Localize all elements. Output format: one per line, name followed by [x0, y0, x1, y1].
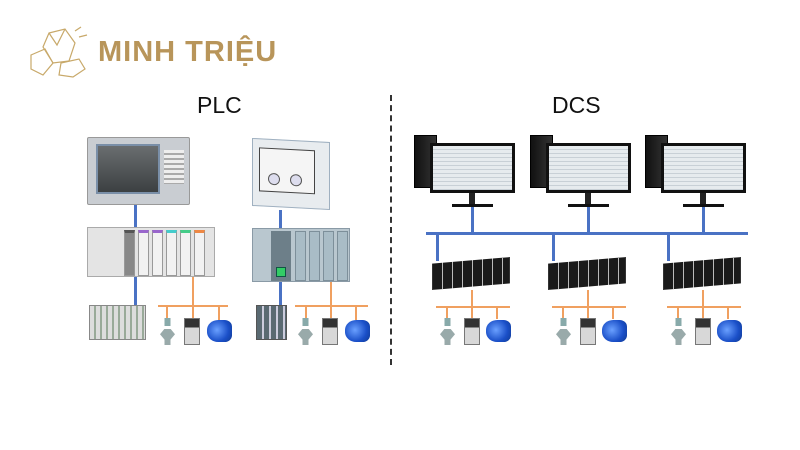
fieldbus-line [587, 290, 589, 307]
fieldbus-drop [305, 305, 307, 318]
fieldbus-drop [471, 306, 473, 319]
fieldbus-drop [727, 306, 729, 319]
fieldbus-drop [496, 306, 498, 319]
monitor-base [568, 204, 609, 207]
fieldbus-drop [192, 305, 194, 318]
fieldbus-line [667, 306, 741, 308]
drive [184, 318, 200, 345]
fieldbus-drop [166, 305, 168, 318]
fieldbus-drop [677, 306, 679, 319]
operator-monitor [430, 143, 515, 193]
fieldbus-line [192, 277, 194, 306]
monitor-stand [700, 193, 706, 205]
fieldbus-line [330, 282, 332, 306]
network-line [279, 210, 282, 228]
fieldbus-drop [562, 306, 564, 319]
monitor-stand [585, 193, 591, 205]
network-line [134, 205, 137, 227]
motor [207, 320, 232, 342]
fieldbus-line [702, 290, 704, 307]
control-valve [440, 318, 455, 345]
control-valve [671, 318, 686, 345]
network-line [134, 277, 137, 305]
drive [464, 318, 480, 345]
network-line [667, 233, 670, 261]
network-line [702, 207, 705, 233]
control-valve [160, 318, 175, 345]
operator-monitor [661, 143, 746, 193]
fieldbus-line [471, 290, 473, 307]
network-line [471, 207, 474, 233]
operator-monitor [546, 143, 631, 193]
network-line [587, 207, 590, 233]
plc-rack [252, 228, 350, 282]
fieldbus-line [552, 306, 626, 308]
fieldbus-drop [446, 306, 448, 319]
motor [345, 320, 370, 342]
remote-io [256, 305, 287, 340]
motor [602, 320, 627, 342]
divider [390, 95, 392, 365]
drive [580, 318, 596, 345]
network-line [279, 282, 282, 305]
plc-title: PLC [197, 92, 242, 118]
fieldbus-drop [218, 305, 220, 320]
fieldbus-drop [587, 306, 589, 319]
brand-name: MINH TRIỆU [98, 36, 278, 68]
motor [486, 320, 511, 342]
fieldbus-drop [330, 305, 332, 318]
control-valve [298, 318, 313, 345]
fieldbus-drop [355, 305, 357, 320]
crystal-gem-icon [30, 26, 88, 78]
drive [695, 318, 711, 345]
plc-rack [87, 227, 215, 277]
remote-io [89, 305, 146, 340]
drive [322, 318, 338, 345]
dcs-controller [432, 257, 510, 290]
fieldbus-drop [612, 306, 614, 319]
fieldbus-line [436, 306, 510, 308]
dcs-title: DCS [552, 92, 601, 118]
monitor-base [452, 204, 493, 207]
hmi-panel [87, 137, 190, 205]
hmi-panel [252, 137, 330, 211]
monitor-stand [469, 193, 475, 205]
control-network-bus [426, 232, 748, 235]
network-line [552, 233, 555, 261]
logo [25, 25, 91, 80]
monitor-base [683, 204, 724, 207]
control-valve [556, 318, 571, 345]
motor [717, 320, 742, 342]
network-line [436, 233, 439, 261]
fieldbus-drop [702, 306, 704, 319]
dcs-controller [663, 257, 741, 290]
dcs-controller [548, 257, 626, 290]
